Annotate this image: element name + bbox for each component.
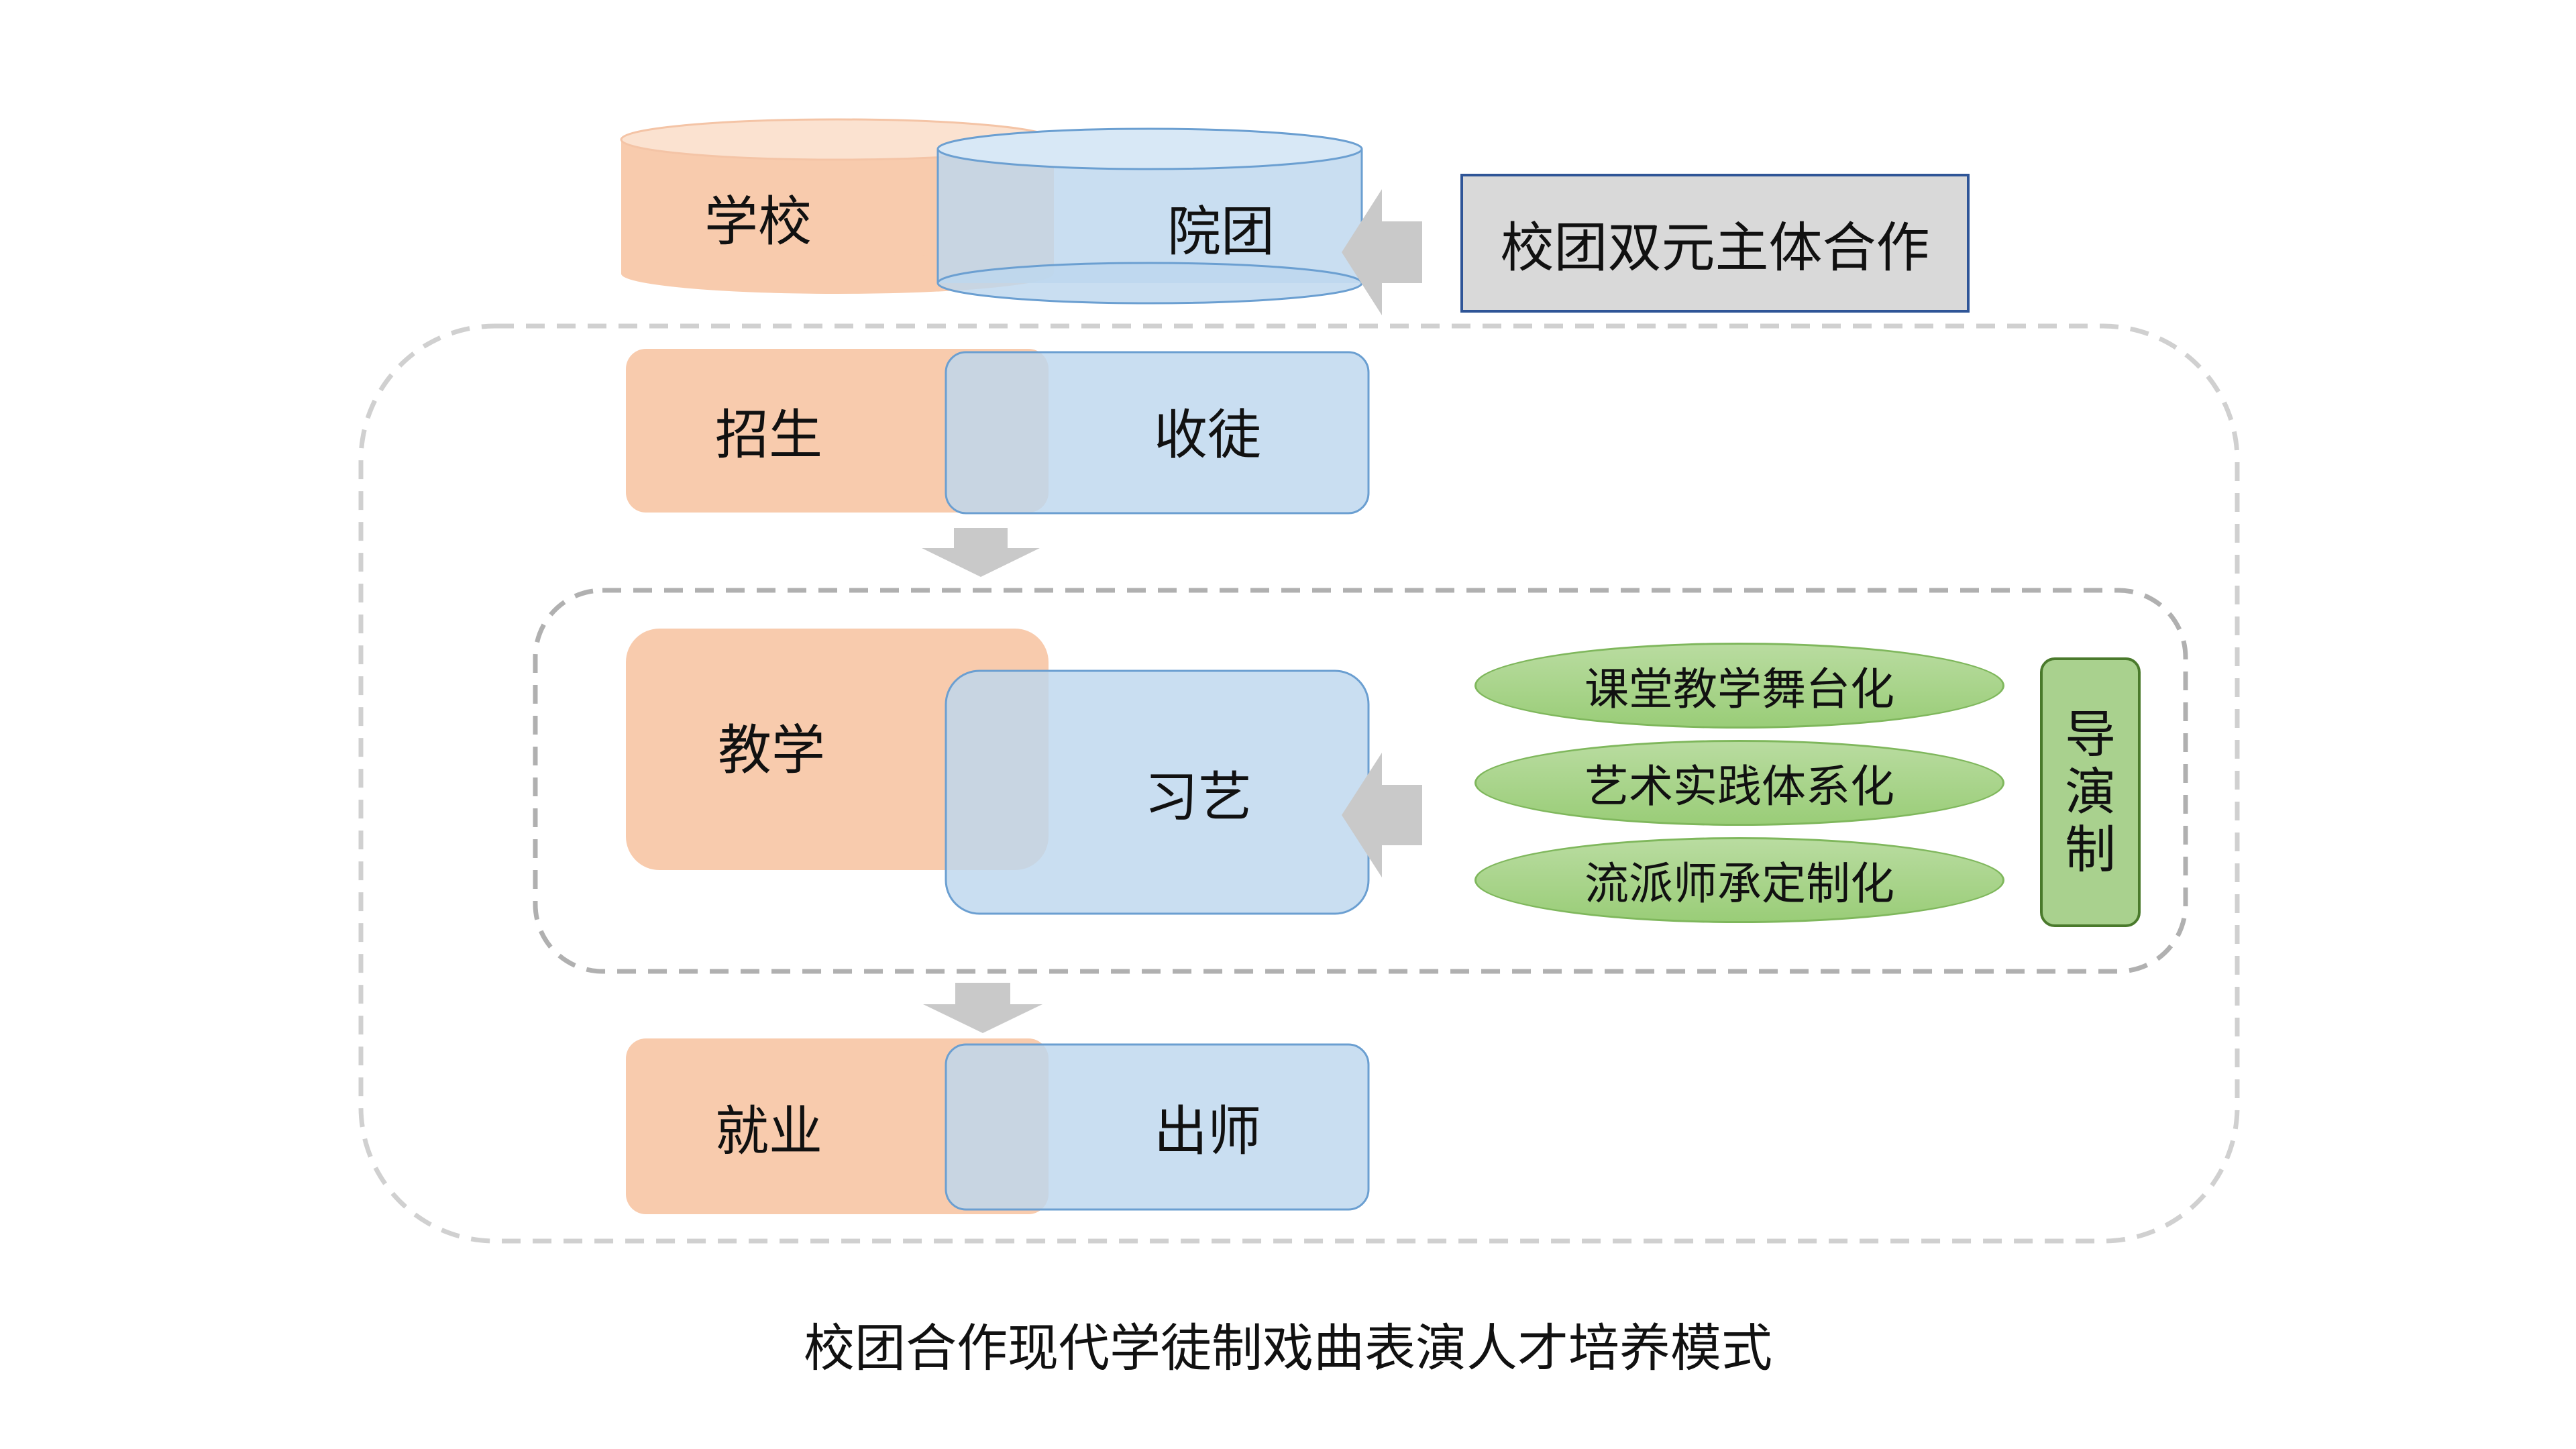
stage-1-troupe-box [945, 351, 1370, 515]
cooperation-label: 校团双元主体合作 [1500, 216, 1930, 279]
outer-dashed-frame [358, 323, 2240, 1244]
guide-char-3: 制 [2065, 820, 2116, 879]
stage-1-right-label: 收徒 [1154, 404, 1261, 466]
left-arrow-cooperation [1342, 189, 1422, 315]
guide-char-2: 演 [2065, 762, 2116, 822]
stage-2-school-box [626, 629, 1049, 870]
guide-char-1: 导 [2065, 704, 2116, 764]
practice-item-2: 艺术实践体系化 [1474, 740, 2004, 826]
stage-1-school-box [626, 349, 1049, 513]
practice-item-1: 课堂教学舞台化 [1474, 643, 2004, 729]
stage-2-left-label: 教学 [718, 719, 825, 782]
troupe-cylinder [936, 127, 1363, 305]
stage-2-right-label: 习艺 [1144, 766, 1252, 828]
cooperation-box: 校团双元主体合作 [1460, 174, 1970, 313]
down-arrow-2 [923, 983, 1042, 1033]
guide-box: 导 演 制 [2040, 657, 2141, 927]
stage-3-school-box [626, 1038, 1049, 1214]
left-arrow-practices [1342, 753, 1422, 877]
practice-item-3: 流派师承定制化 [1474, 837, 2004, 923]
down-arrow-1 [922, 528, 1040, 577]
troupe-label: 院团 [1167, 201, 1275, 263]
stage-3-troupe-box [945, 1043, 1370, 1211]
stage-3-right-label: 出师 [1154, 1100, 1261, 1163]
diagram-caption: 校团合作现代学徒制戏曲表演人才培养模式 [804, 1318, 1772, 1378]
stage-3-left-label: 就业 [715, 1100, 822, 1163]
stage-1-left-label: 招生 [715, 404, 822, 466]
inner-dashed-frame [533, 588, 2188, 974]
school-label: 学校 [704, 191, 812, 253]
